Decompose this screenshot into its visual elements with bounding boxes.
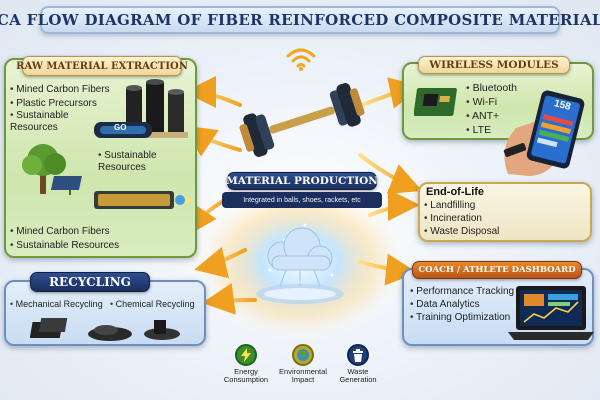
- tree-icon: [22, 144, 82, 195]
- wireless-item-ant: • ANT+: [466, 110, 500, 122]
- energy-badge: [235, 344, 257, 366]
- dashboard-title: COACH / ATHLETE DASHBOARD: [418, 265, 576, 275]
- waste-label: Waste Generation: [339, 367, 377, 384]
- material-production-subtitle: Integrated in balls, shoes, rackets, etc: [222, 192, 382, 208]
- indicator-energy: Energy Consumption: [216, 344, 276, 384]
- raw-item-sustainable-resources: • Sustainable Resources: [10, 110, 69, 133]
- material-production-title: MATERIAL PRODUCTION: [226, 175, 378, 187]
- wireless-item-lte: • LTE: [466, 124, 492, 136]
- wireless-item-wifi: • Wi-Fi: [466, 96, 498, 108]
- recycling-title: RECYCLING: [49, 275, 131, 289]
- wireless-item-bluetooth: • Bluetooth: [466, 82, 517, 94]
- eol-item-incineration: • Incineration: [424, 213, 482, 224]
- raw-item-sustainable-resources-bottom: • Sustainable Resources: [10, 240, 120, 251]
- material-production-box: MATERIAL PRODUCTION Integrated in balls,…: [222, 172, 382, 212]
- wifi-icon: [286, 48, 316, 71]
- dashboard-header: COACH / ATHLETE DASHBOARD: [412, 261, 582, 279]
- indicator-waste: Waste Generation: [330, 344, 386, 384]
- dashboard-item-data-analytics: • Data Analytics: [410, 299, 480, 310]
- eol-item-waste-disposal: • Waste Disposal: [424, 226, 500, 237]
- recycling-item-chemical: • Chemical Recycling: [110, 299, 195, 309]
- chip-module-icon: [414, 88, 457, 116]
- end-of-life-title: End-of-Life: [426, 186, 485, 198]
- recycling-header: RECYCLING: [30, 272, 150, 292]
- environmental-badge: [292, 344, 314, 366]
- recycled-material-icon: [30, 318, 180, 341]
- dashboard-item-performance-tracking: • Performance Tracking: [410, 286, 515, 297]
- diagram-title: LCA FLOW DIAGRAM OF FIBER REINFORCED COM…: [0, 11, 600, 29]
- title-banner: LCA FLOW DIAGRAM OF FIBER REINFORCED COM…: [0, 6, 600, 34]
- waste-badge: [347, 344, 369, 366]
- wireless-header: WIRELESS MODULES: [418, 56, 570, 74]
- smart-device-icon: [94, 122, 152, 138]
- raw-item-sustainable-resources-mid: • Sustainable Resources: [98, 150, 157, 173]
- environmental-label: Environmental Impact: [279, 367, 327, 384]
- cloud-icon: [256, 227, 344, 304]
- energy-label: Energy Consumption: [223, 367, 269, 384]
- lightning-bolt-icon: [241, 348, 251, 362]
- laptop-icon: [508, 286, 594, 340]
- composite-pack-icon: [94, 191, 191, 209]
- raw-material-title: RAW MATERIAL EXTRACTION: [16, 60, 188, 72]
- end-of-life-panel: [418, 182, 592, 242]
- device-label: GO: [114, 123, 127, 132]
- raw-material-header: RAW MATERIAL EXTRACTION: [16, 56, 188, 76]
- material-production-header: MATERIAL PRODUCTION: [226, 172, 378, 190]
- raw-item-mined-carbon-fibers: • Mined Carbon Fibers: [10, 84, 110, 95]
- indicator-environmental: Environmental Impact: [270, 344, 336, 384]
- raw-item-mined-carbon-fibers-bottom: • Mined Carbon Fibers: [10, 226, 110, 237]
- trash-bin-icon: [353, 348, 363, 362]
- wireless-title: WIRELESS MODULES: [429, 59, 559, 71]
- dumbbell-icon: [239, 83, 365, 157]
- raw-item-plastic-precursors: • Plastic Precursors: [10, 98, 97, 109]
- recycling-item-mechanical: • Mechanical Recycling: [10, 299, 103, 309]
- smartphone-hand-icon: [503, 90, 585, 176]
- dashboard-item-training-optimization: • Training Optimization: [410, 312, 511, 323]
- globe-icon: [297, 349, 309, 361]
- eol-item-landfilling: • Landfilling: [424, 200, 476, 211]
